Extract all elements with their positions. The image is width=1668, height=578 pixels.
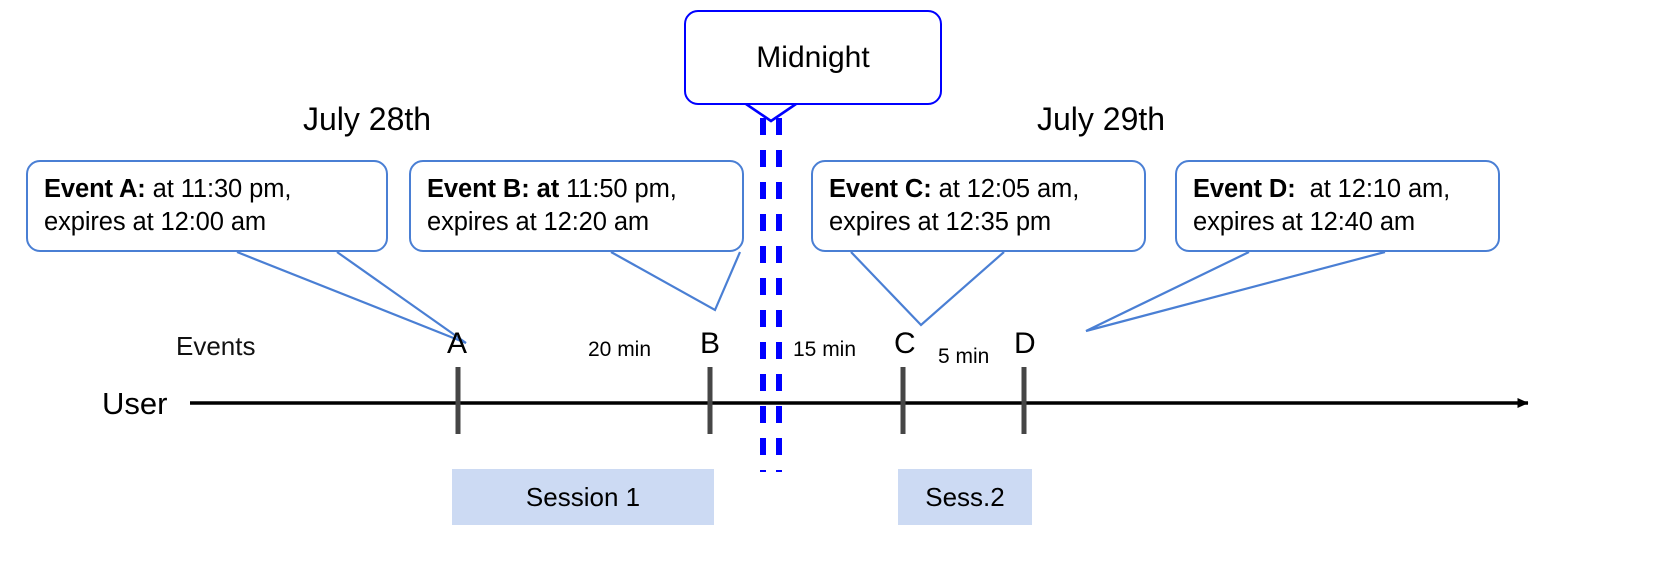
session-1-band: Session 1 <box>452 469 714 525</box>
callout-event-b-rest: 11:50 pm, <box>559 174 677 203</box>
callout-event-d-line2: expires at 12:40 am <box>1193 208 1416 236</box>
session-2-band: Sess.2 <box>898 469 1032 525</box>
callout-event-d-rest: at 12:10 am, <box>1295 174 1451 203</box>
callout-event-c-line2: expires at 12:35 pm <box>829 208 1052 236</box>
callout-tail-event-a <box>236 250 467 345</box>
event-mark-b: B <box>700 327 721 360</box>
callout-event-d: Event D: at 12:10 am, expires at 12:40 am <box>1175 160 1500 252</box>
callout-event-c-rest: at 12:05 am, <box>931 174 1080 203</box>
gap-label-b-c: 15 min <box>793 338 857 361</box>
callout-event-b-line2: expires at 12:20 am <box>427 208 650 236</box>
callout-event-c-bold: Event C: <box>829 174 932 203</box>
event-mark-c: C <box>894 327 916 360</box>
callout-event-a-line2: expires at 12:00 am <box>44 208 267 236</box>
callout-event-d-bold: Event D: <box>1193 174 1296 203</box>
midnight-callout-tail <box>745 102 797 123</box>
callout-event-b-bold: Event B: at <box>427 174 560 203</box>
callout-event-d-text: Event D: at 12:10 am, expires at 12:40 am <box>1177 173 1466 239</box>
session-1-label: Session 1 <box>525 481 641 512</box>
day-label-right: July 29th <box>1037 101 1166 137</box>
callout-tail-event-c <box>850 251 1005 327</box>
midnight-callout: Midnight <box>684 10 942 105</box>
event-mark-d: D <box>1014 327 1036 360</box>
callout-event-a-bold: Event A: <box>44 174 146 203</box>
callout-event-a-rest: at 11:30 pm, <box>145 174 292 203</box>
callout-event-a-text: Event A: at 11:30 pm, expires at 12:00 am <box>28 173 307 239</box>
callout-event-c-text: Event C: at 12:05 am, expires at 12:35 pm <box>813 173 1095 239</box>
callout-event-a: Event A: at 11:30 pm, expires at 12:00 am <box>26 160 388 252</box>
session-2-label: Sess.2 <box>925 481 1005 512</box>
callout-event-b-text: Event B: at 11:50 pm, expires at 12:20 am <box>411 173 693 239</box>
callout-tail-event-d <box>1085 250 1386 333</box>
gap-label-a-b: 20 min <box>588 338 652 361</box>
midnight-callout-label: Midnight <box>756 40 870 74</box>
callout-tail-event-b <box>610 251 742 312</box>
row-label-user: User <box>102 386 168 421</box>
row-label-events: Events <box>176 331 256 361</box>
event-mark-a: A <box>447 327 468 360</box>
gap-label-c-d: 5 min <box>938 345 990 368</box>
callout-event-b: Event B: at 11:50 pm, expires at 12:20 am <box>409 160 744 252</box>
callout-event-c: Event C: at 12:05 am, expires at 12:35 pm <box>811 160 1146 252</box>
day-label-left: July 28th <box>303 101 432 137</box>
